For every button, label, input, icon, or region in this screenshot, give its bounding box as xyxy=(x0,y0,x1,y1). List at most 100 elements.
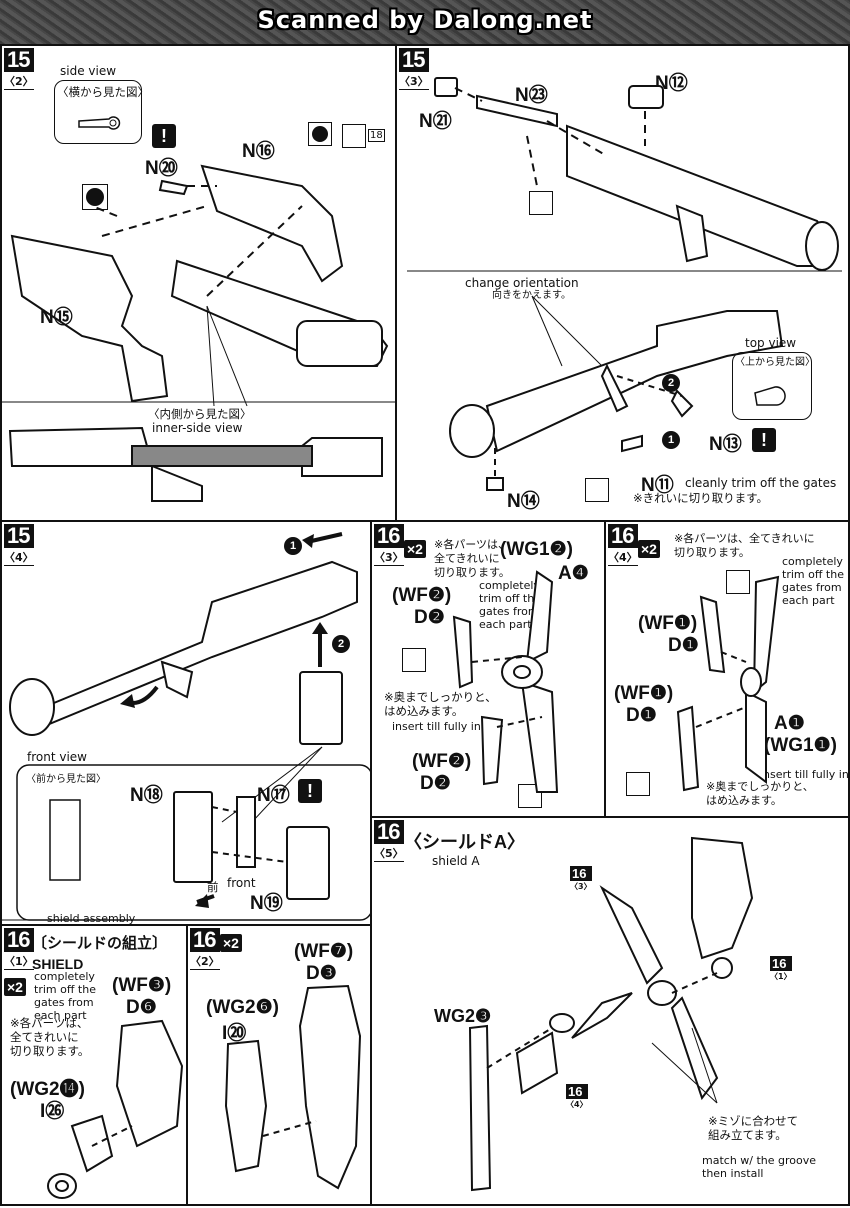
trim-gates-jp: ※きれいに切り取ります。 xyxy=(633,491,768,505)
part-label-n13: N⑬ xyxy=(709,434,742,455)
ref-step-16-3: 16 〈3〉 xyxy=(570,866,592,891)
trim-note-en: completely trim off the gates from each … xyxy=(782,555,844,607)
nipper-icon xyxy=(402,648,426,672)
panel-15-3: 15 〈3〉 N㉑ N㉓ N⑫ xyxy=(395,44,850,522)
ref-step-16-1: 16 〈1〉 xyxy=(770,956,792,981)
part-label-wg26: (WG2❻) xyxy=(206,997,279,1018)
part-label-n21: N㉑ xyxy=(419,111,452,132)
shield-a-title: 〈シールドA〉 xyxy=(404,832,525,852)
part-label-d2a: D❷ xyxy=(414,607,445,628)
trim-note-jp: ※各パーツは、全てきれいに 切り取ります。 xyxy=(674,532,815,559)
order-marker-1: 1 xyxy=(662,431,680,449)
panel-16-2: 16 〈2〉 ×2 (WF❼) D❸ (WG2❻) I⑳ xyxy=(186,924,372,1206)
insert-note-en: insert till fully in xyxy=(392,720,481,733)
part-label-n11: N⑪ xyxy=(641,475,674,496)
shield-word: SHIELD xyxy=(32,956,84,972)
scan-header: Scanned by Dalong.net xyxy=(0,0,850,44)
shield-a-drawing xyxy=(468,836,754,1192)
order-marker-2: 2 xyxy=(332,635,350,653)
trim-note-en: completely trim off the gates from each … xyxy=(34,970,96,1022)
part-label-a1: A❶ xyxy=(774,713,805,734)
wing-drawing-16-3 xyxy=(452,570,559,793)
order-marker-1: 1 xyxy=(284,537,302,555)
part-label-wf7: (WF❼) xyxy=(294,941,354,962)
step-badge: 16 〈2〉 xyxy=(190,927,220,970)
quantity-badge: ×2 xyxy=(638,540,660,558)
part-label-d1b: D❶ xyxy=(626,705,657,726)
panel-15-2: 15 〈2〉 side view 〈横から見た図〉 ! N⑳ N⑯ 18 xyxy=(0,44,399,522)
front-arrow-en: front xyxy=(227,876,256,890)
shield-halves-drawing xyxy=(224,984,362,1190)
front-view-label: front view xyxy=(27,750,87,764)
part-label-wg11: (WG1❶) xyxy=(764,735,837,756)
quantity-badge: ×2 xyxy=(404,540,426,558)
caution-icon: ! xyxy=(298,779,322,803)
part-label-n14: N⑭ xyxy=(507,491,540,512)
shield-a-en: shield A xyxy=(432,854,480,868)
caution-icon: ! xyxy=(152,124,176,148)
part-label-n19: N⑲ xyxy=(250,893,283,914)
step-badge: 16 〈5〉 xyxy=(374,819,404,862)
wing-drawing-16-4 xyxy=(676,575,780,792)
part-label-d1a: D❶ xyxy=(668,635,699,656)
front-view-jp: 〈前から見た図〉 xyxy=(26,774,106,785)
order-marker-2: 2 xyxy=(662,374,680,392)
trim-note-jp: ※各パーツは、 全てきれいに 切り取ります。 xyxy=(10,1016,90,1058)
step-badge: 16 〈4〉 xyxy=(608,523,638,566)
part-label-d2b: D❷ xyxy=(420,773,451,794)
part-label-wg23: WG2❸ xyxy=(434,1006,492,1026)
side-view-inset: 〈横から見た図〉 xyxy=(54,80,149,144)
quantity-badge: ×2 xyxy=(4,978,26,996)
part-label-i26: I㉖ xyxy=(40,1101,65,1122)
step-badge: 15 〈4〉 xyxy=(4,523,34,566)
step-badge: 16 〈3〉 xyxy=(374,523,404,566)
shield-assembly-title: 〔シールドの組立〕 xyxy=(32,935,168,952)
part-label-wf2b: (WF❷) xyxy=(412,751,472,772)
part-label-n18: N⑱ xyxy=(130,785,163,806)
insert-note-jp: ※奥までしっかりと、 はめ込みます。 xyxy=(384,690,497,718)
nipper-icon xyxy=(626,772,650,796)
top-view-inset: 〈上から見た図〉 xyxy=(732,352,815,420)
groove-note-en: match w/ the groove then install xyxy=(702,1154,817,1180)
caution-icon: ! xyxy=(752,428,776,452)
step-badge: 15 〈3〉 xyxy=(399,47,429,90)
part-label-d3: D❸ xyxy=(306,963,337,984)
marker-icon xyxy=(342,124,366,148)
change-orientation-en: change orientation xyxy=(465,276,579,290)
paint-black-icon-2 xyxy=(82,184,108,210)
part-label-wg214: (WG2⓮) xyxy=(10,1079,85,1100)
panel-16-3: 16 〈3〉 ×2 ※各パーツは、 全てきれいに 切り取ります。 complet… xyxy=(370,520,606,818)
side-view-label: side view xyxy=(60,64,117,78)
change-orientation-jp: 向きをかえます。 xyxy=(492,290,571,301)
part-label-d6: D❻ xyxy=(126,997,157,1018)
step-badge: 16 〈1〉 xyxy=(4,927,34,970)
step-badge: 15 〈2〉 xyxy=(4,47,34,90)
weapon-drawing-15-4 xyxy=(2,532,373,921)
insert-note-jp: ※奥までしっかりと、 はめ込みます。 xyxy=(706,780,814,807)
part-label-wf1a: (WF❶) xyxy=(638,613,698,634)
part-label-n20: N⑳ xyxy=(145,158,178,179)
groove-note-jp: ※ミゾに合わせて 組み立てます。 xyxy=(708,1114,799,1142)
panel-16-4: 16 〈4〉 ×2 ※各パーツは、全てきれいに 切り取ります。 complete… xyxy=(604,520,850,818)
trim-note-jp: ※各パーツは、 全てきれいに 切り取ります。 xyxy=(434,538,510,579)
part-label-wf3: (WF❸) xyxy=(112,975,172,996)
part-label-wg12: (WG1❷) xyxy=(500,539,573,560)
part-label-a4: A❹ xyxy=(558,563,589,584)
top-view-label: top view xyxy=(745,336,797,350)
weapon-drawing-15-2 xyxy=(2,164,399,502)
panel-16-5: 16 〈5〉 〈シールドA〉 shield A 16 〈3〉 16 〈1〉 16… xyxy=(370,816,850,1206)
part-label-n16: N⑯ xyxy=(242,141,275,162)
part-label-n15: N⑮ xyxy=(40,307,73,328)
scan-watermark: Scanned by Dalong.net xyxy=(257,6,593,34)
color-ref-number: 18 xyxy=(368,129,385,142)
inner-view-label-jp: 〈内側から見た図〉 xyxy=(148,407,252,421)
shield-assembly-label: shield assembly xyxy=(47,912,136,925)
trim-gates-en: cleanly trim off the gates xyxy=(685,476,837,490)
quantity-badge: ×2 xyxy=(220,934,242,952)
nipper-icon xyxy=(726,570,750,594)
part-label-n17: N⑰ xyxy=(257,785,290,806)
shield-core-drawing xyxy=(47,1019,184,1199)
weapon-drawing-15-3 xyxy=(407,77,842,491)
nipper-icon xyxy=(585,478,609,502)
part-label-i20: I⑳ xyxy=(222,1023,247,1044)
